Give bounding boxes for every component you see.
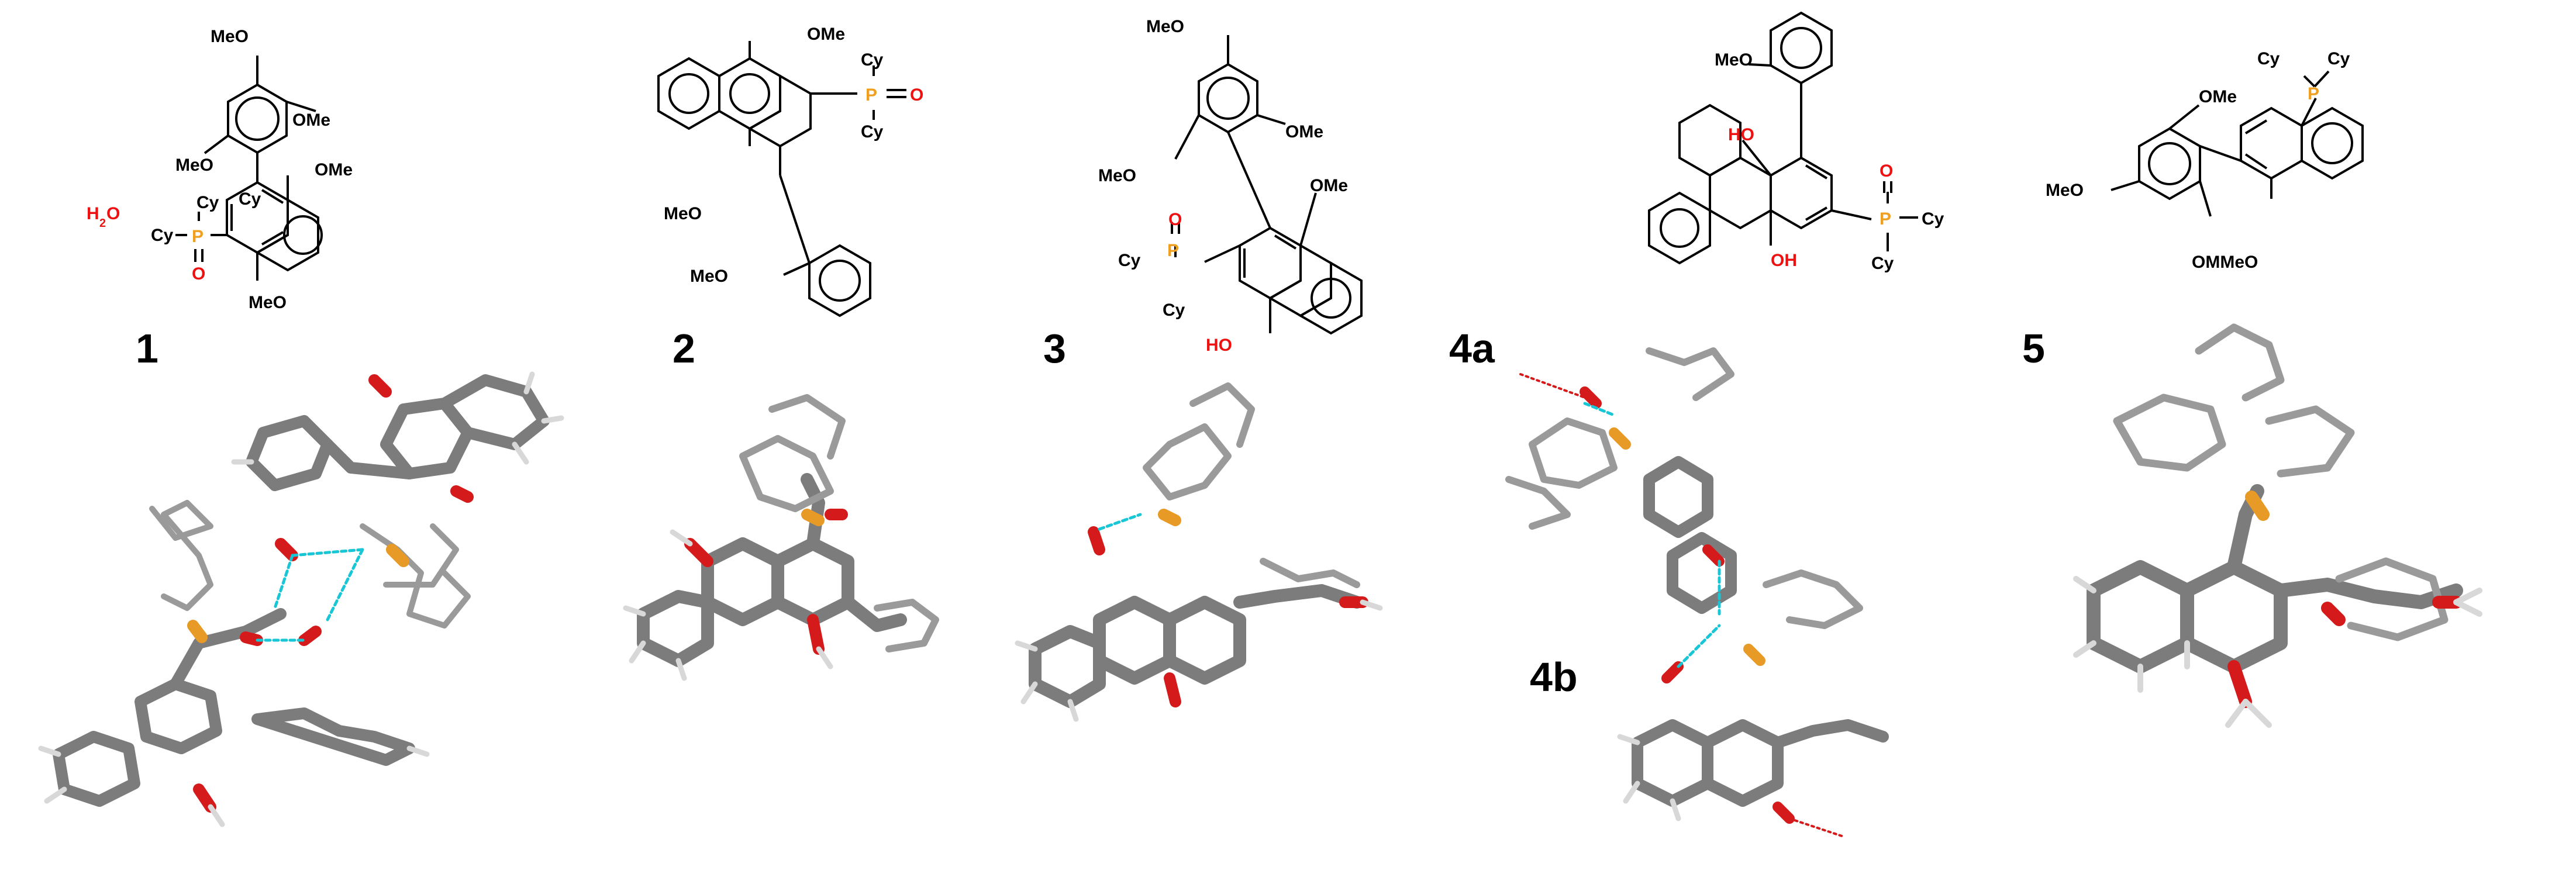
structure-2-labels: OMe Cy P O Cy MeO MeO <box>664 25 923 286</box>
structure-2-2d <box>657 41 906 317</box>
label-phosphorus: P <box>192 227 204 246</box>
label-cy: Cy <box>1163 301 1185 320</box>
structure-3-labels: MeO OMe MeO OMe O P Cy Cy HO <box>1098 17 1348 355</box>
label-oxygen: O <box>192 264 205 284</box>
label-meo: MeO <box>211 27 249 46</box>
crystal-model-4 <box>1505 347 1889 837</box>
label-oxygen: O <box>1880 161 1893 181</box>
label-oxygen: O <box>1168 210 1182 229</box>
label-ome: OMe <box>1310 176 1348 195</box>
compound-label-4a: 4a <box>1449 326 1495 371</box>
label-meo: MeO <box>664 204 702 223</box>
label-hydroxy: HO <box>1206 336 1232 355</box>
svg-text:2: 2 <box>99 217 106 230</box>
label-cy: Cy <box>151 226 174 245</box>
label-ome: OMe <box>807 25 845 44</box>
water-label: H 2 O <box>87 204 120 230</box>
crystal-model-5 <box>2073 323 2482 728</box>
label-cy: Cy <box>1871 254 1894 273</box>
structure-4-labels: MeO HO O P Cy Cy OH <box>1715 50 1944 273</box>
crystal-model-3 <box>1015 382 1383 722</box>
label-ome: OMe <box>2199 87 2237 106</box>
compound-label-4b: 4b <box>1530 654 1578 700</box>
compound-label-2: 2 <box>673 326 695 371</box>
structure-4-2d <box>1648 11 1918 265</box>
label-meo: MeO <box>249 293 287 312</box>
label-phosphorus: P <box>1880 209 1891 229</box>
label-cy: Cy <box>239 189 261 209</box>
label-cy: Cy <box>1118 251 1141 270</box>
svg-text:H: H <box>87 204 99 223</box>
label-meo: MeO <box>175 156 213 175</box>
label-phosphorus: P <box>2308 84 2319 103</box>
label-ome: OMe <box>315 160 353 179</box>
label-cy: Cy <box>861 122 884 141</box>
crystal-model-1 <box>38 371 564 827</box>
structure-1-labels: MeO OMe MeO OMe Cy Cy Cy P O MeO <box>151 27 353 312</box>
label-hydroxy: HO <box>1728 125 1754 144</box>
structure-5-2d <box>2111 70 2364 217</box>
label-cy: Cy <box>861 50 884 70</box>
label-cy: Cy <box>1922 209 1944 229</box>
structure-1-2d <box>175 56 323 281</box>
compound-label-3: 3 <box>1043 326 1066 371</box>
label-hydroxy-2: OH <box>1771 251 1797 270</box>
label-meo: MeO <box>1715 50 1753 70</box>
compound-label-1: 1 <box>136 326 158 371</box>
label-ome: OMe <box>292 111 330 130</box>
label-cy: Cy <box>2257 49 2280 68</box>
structure-3-2d <box>1171 35 1363 335</box>
svg-text:O: O <box>106 204 120 223</box>
label-cy: Cy <box>2327 49 2350 68</box>
label-meo: MeO <box>690 267 728 286</box>
label-meo: MeO <box>2046 181 2084 200</box>
label-meo: MeO <box>1146 17 1184 36</box>
compound-label-5: 5 <box>2022 326 2045 371</box>
label-meo: MeO <box>1098 166 1136 185</box>
label-ommeo: OMMeO <box>2192 253 2258 272</box>
label-ome: OMe <box>1285 122 1323 141</box>
label-cy: Cy <box>196 193 219 212</box>
label-oxygen: O <box>910 85 923 105</box>
label-phosphorus: P <box>1167 241 1179 260</box>
label-phosphorus: P <box>865 85 877 105</box>
crystal-model-2 <box>623 394 939 681</box>
structure-5-labels: Cy Cy P OMe MeO OMMeO <box>2046 49 2350 272</box>
